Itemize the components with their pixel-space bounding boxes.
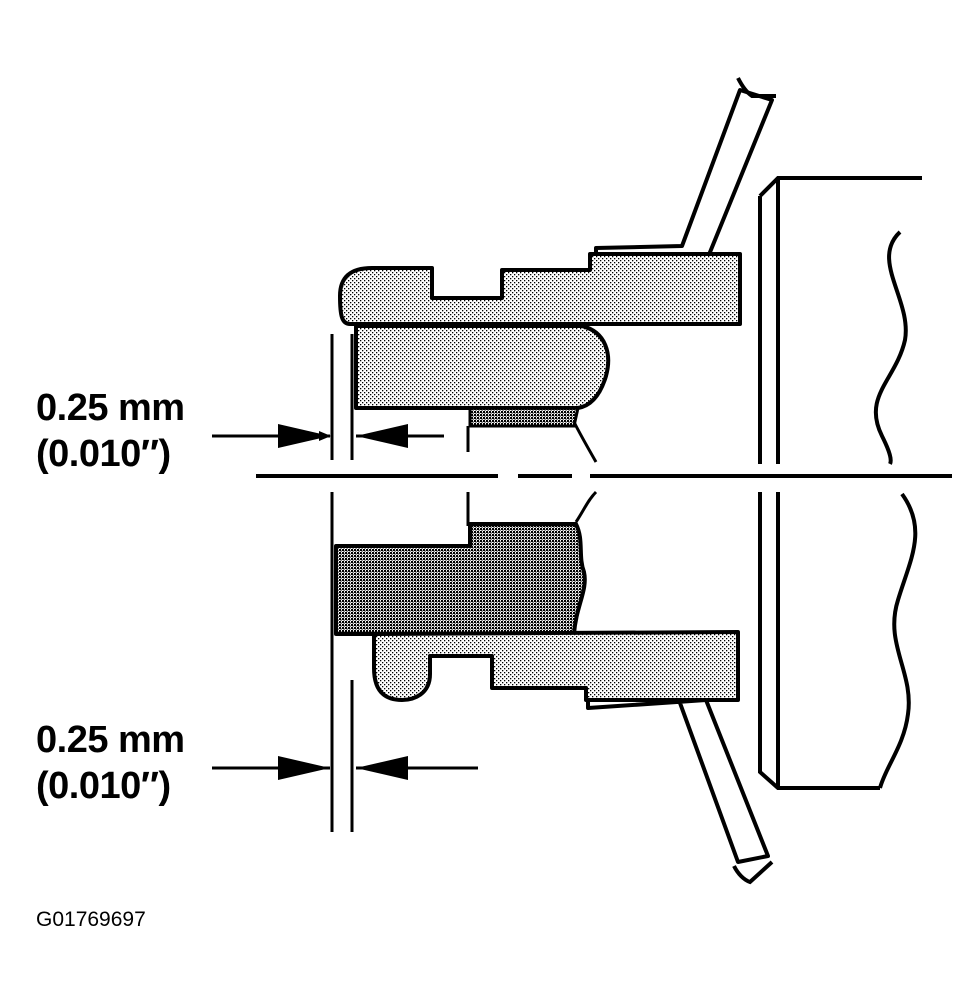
lower-support-bar (372, 630, 740, 702)
upper-gap-metric-label: 0.25 mm (36, 387, 185, 429)
upper-support-bar (338, 252, 742, 326)
figure-id: G01769697 (36, 908, 146, 931)
lower-friction-element (334, 522, 587, 636)
upper-friction-element (354, 324, 611, 410)
housing-block (758, 176, 922, 790)
lower-lever-arm (586, 688, 774, 885)
upper-gap-arrows (212, 424, 444, 448)
upper-lever-arm (594, 77, 776, 268)
lower-clearance-lines (330, 492, 470, 832)
lower-gap-imperial-label: (0.010″) (36, 765, 171, 807)
upper-clearance-lines (330, 334, 470, 460)
upper-gap-imperial-label: (0.010″) (36, 433, 171, 475)
upper-dark-strip (468, 406, 580, 428)
lower-gap-arrows (212, 756, 478, 780)
lower-gap-metric-label: 0.25 mm (36, 719, 185, 761)
